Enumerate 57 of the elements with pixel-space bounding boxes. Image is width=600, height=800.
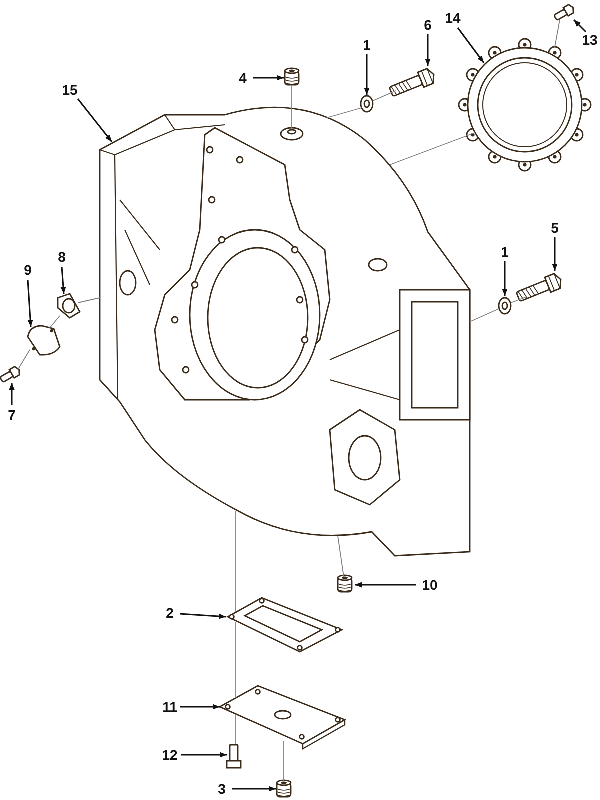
- cover-drawing: [27, 325, 61, 356]
- leader-arrow: [9, 383, 15, 405]
- capscrew-drawing: [553, 4, 574, 22]
- callout-number: 6: [424, 18, 432, 32]
- callout-number: 9: [24, 263, 32, 277]
- callout-number: 5: [551, 221, 559, 235]
- leader-arrow: [180, 613, 226, 620]
- bolt-drawing: [516, 273, 562, 302]
- callout-number: 13: [582, 33, 598, 47]
- gasket-drawing: [226, 597, 344, 653]
- callout-number: 3: [218, 782, 226, 796]
- leader-arrow: [27, 280, 34, 328]
- callout-number: 1: [501, 245, 509, 259]
- callout-number: 14: [445, 11, 461, 25]
- center-line: [554, 20, 560, 48]
- center-line: [326, 108, 362, 118]
- leader-arrow: [425, 34, 431, 66]
- callout-number: 2: [166, 606, 174, 620]
- leader-arrow: [60, 266, 66, 294]
- leader-arrow: [355, 582, 416, 588]
- leader-arrow: [364, 54, 370, 95]
- gasket-drawing: [57, 293, 81, 319]
- center-line: [372, 90, 396, 102]
- leader-arrow: [77, 98, 113, 142]
- callout-number: 1: [363, 38, 371, 52]
- washer-drawing: [498, 297, 512, 315]
- callout-number: 10: [422, 578, 438, 592]
- center-line: [470, 308, 500, 322]
- callout-number: 12: [162, 748, 178, 762]
- center-line: [18, 350, 30, 370]
- center-line: [50, 316, 60, 328]
- leader-arrow: [502, 261, 508, 296]
- leader-arrow: [181, 752, 227, 758]
- callout-number: 8: [58, 250, 66, 264]
- plug-drawing: [337, 574, 353, 593]
- housing-drawing: [99, 106, 471, 557]
- washer-drawing: [360, 95, 374, 113]
- leader-arrow: [253, 75, 284, 81]
- capscrew-drawing: [0, 366, 20, 384]
- center-line: [78, 298, 100, 304]
- leader-arrow: [457, 28, 485, 64]
- center-line: [510, 296, 528, 304]
- leader-arrow: [180, 704, 220, 710]
- bolt-drawing: [388, 68, 435, 98]
- leader-arrow: [552, 237, 558, 271]
- center-line: [338, 536, 344, 578]
- leader-arrow: [573, 19, 587, 33]
- leader-arrow: [232, 786, 276, 792]
- cover-plate-drawing: [218, 685, 347, 750]
- plug-drawing: [276, 780, 292, 798]
- callout-number: 11: [162, 700, 178, 714]
- center-line: [390, 132, 476, 166]
- callout-number: 15: [62, 83, 78, 97]
- callout-number: 7: [8, 408, 16, 422]
- capscrew-drawing: [226, 744, 242, 769]
- callout-number: 4: [239, 71, 247, 85]
- plug-drawing: [284, 68, 300, 86]
